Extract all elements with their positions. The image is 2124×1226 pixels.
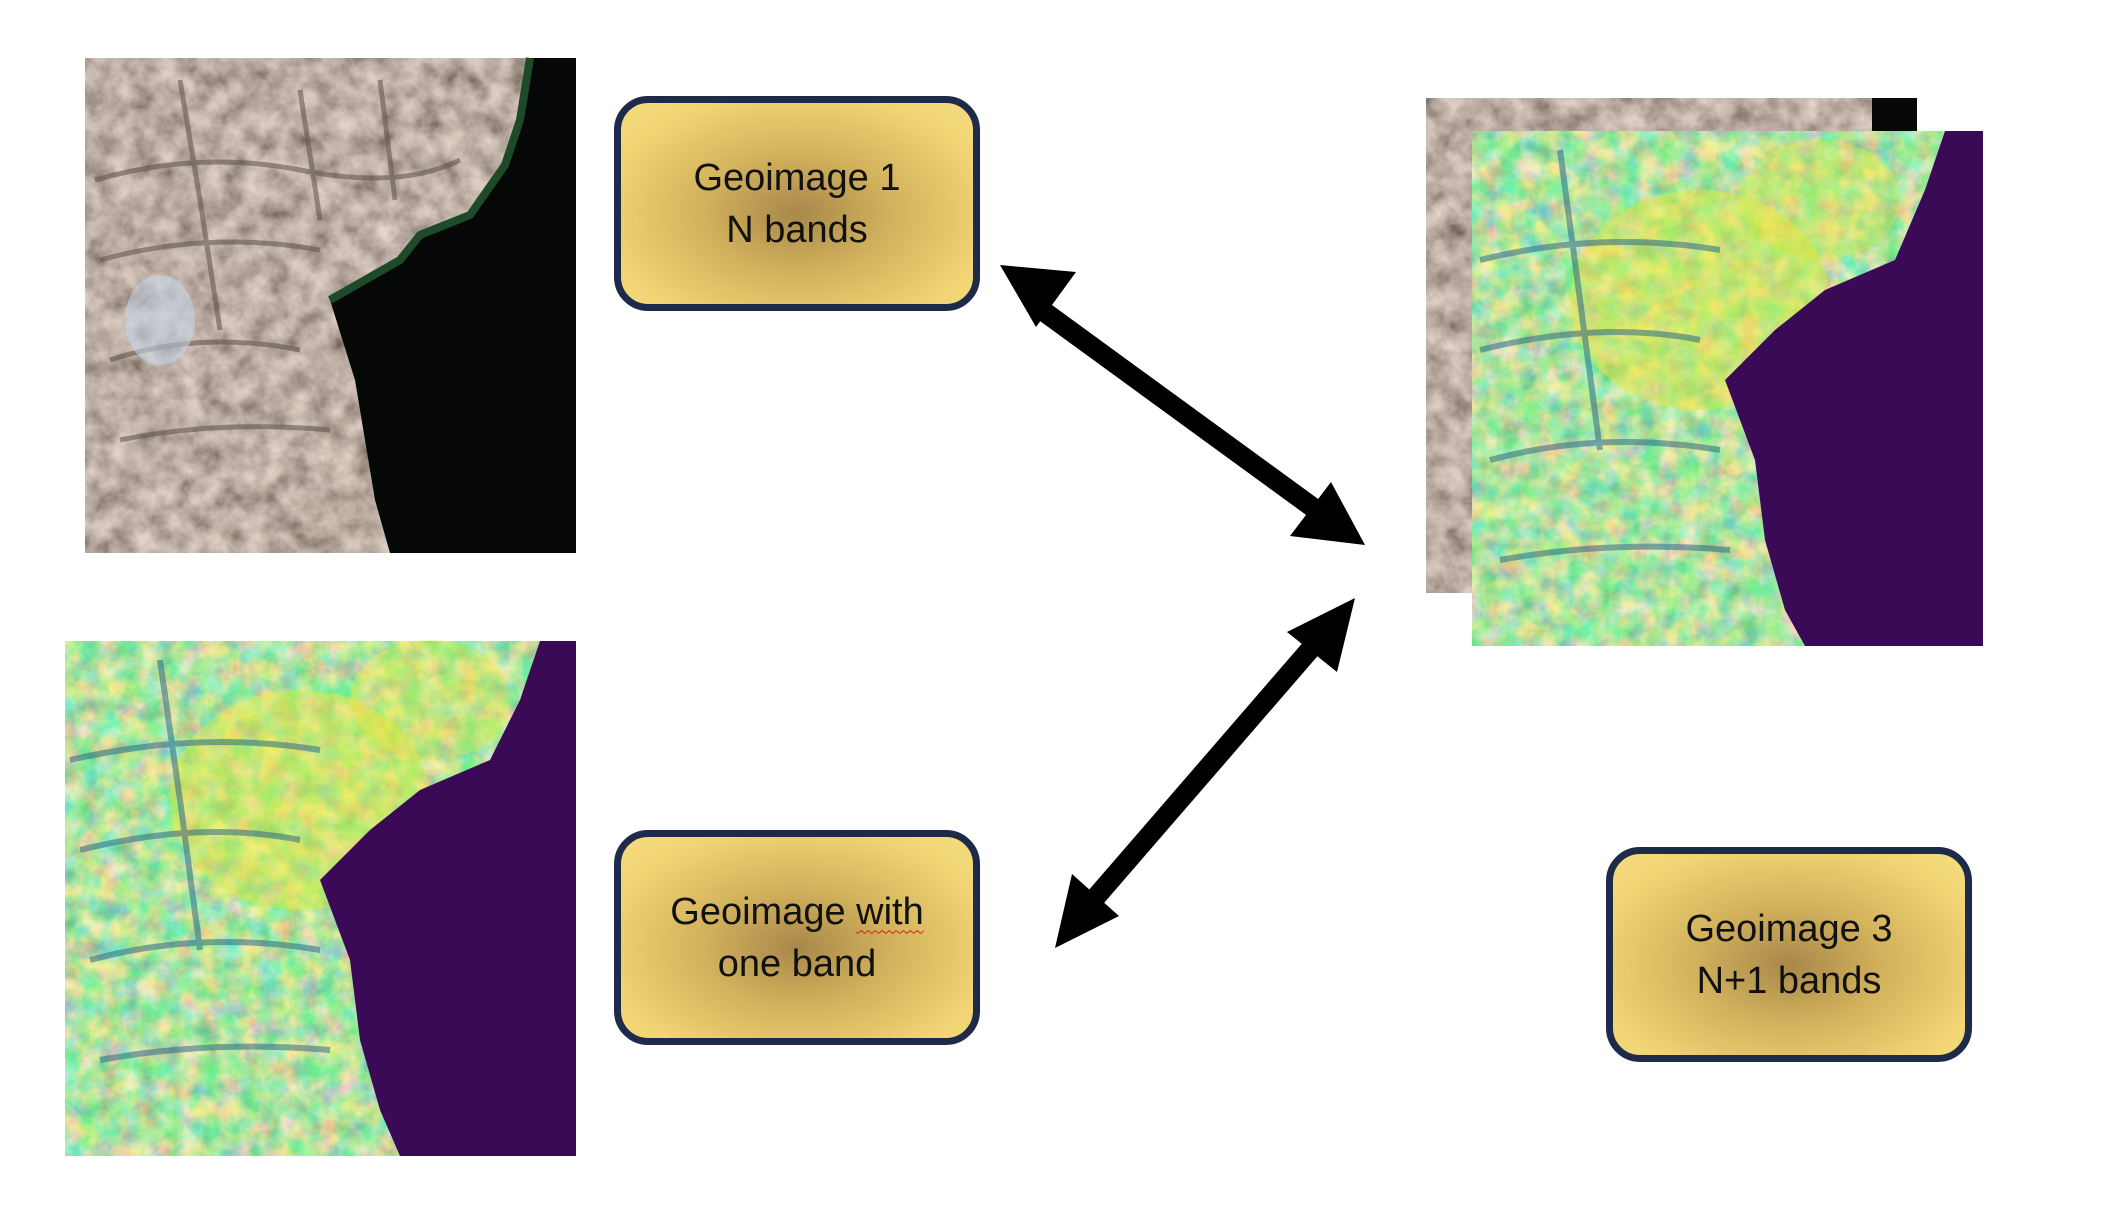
geoimage-one-band-bands: one band bbox=[717, 942, 877, 985]
geoimage-one-band-title: Geoimage with bbox=[670, 890, 924, 933]
stacked-multiband-image bbox=[1426, 98, 1983, 646]
geoimage-1-title: Geoimage 1 bbox=[693, 156, 901, 199]
satellite-rgb-image bbox=[85, 57, 576, 553]
geoimage-3-label: Geoimage 3 N+1 bands bbox=[1606, 847, 1972, 1062]
geoimage-1-label: Geoimage 1 N bands bbox=[614, 96, 980, 311]
geoimage-3-bands: N+1 bands bbox=[1696, 959, 1882, 1002]
geoimage-1-bands: N bands bbox=[726, 208, 868, 251]
single-band-index-image bbox=[65, 640, 576, 1156]
double-arrow-bottom bbox=[1055, 598, 1355, 948]
geoimage-3-title: Geoimage 3 bbox=[1685, 907, 1893, 950]
geoimage-one-band-label: Geoimage with one band bbox=[614, 830, 980, 1045]
double-arrow-top bbox=[1000, 265, 1365, 545]
